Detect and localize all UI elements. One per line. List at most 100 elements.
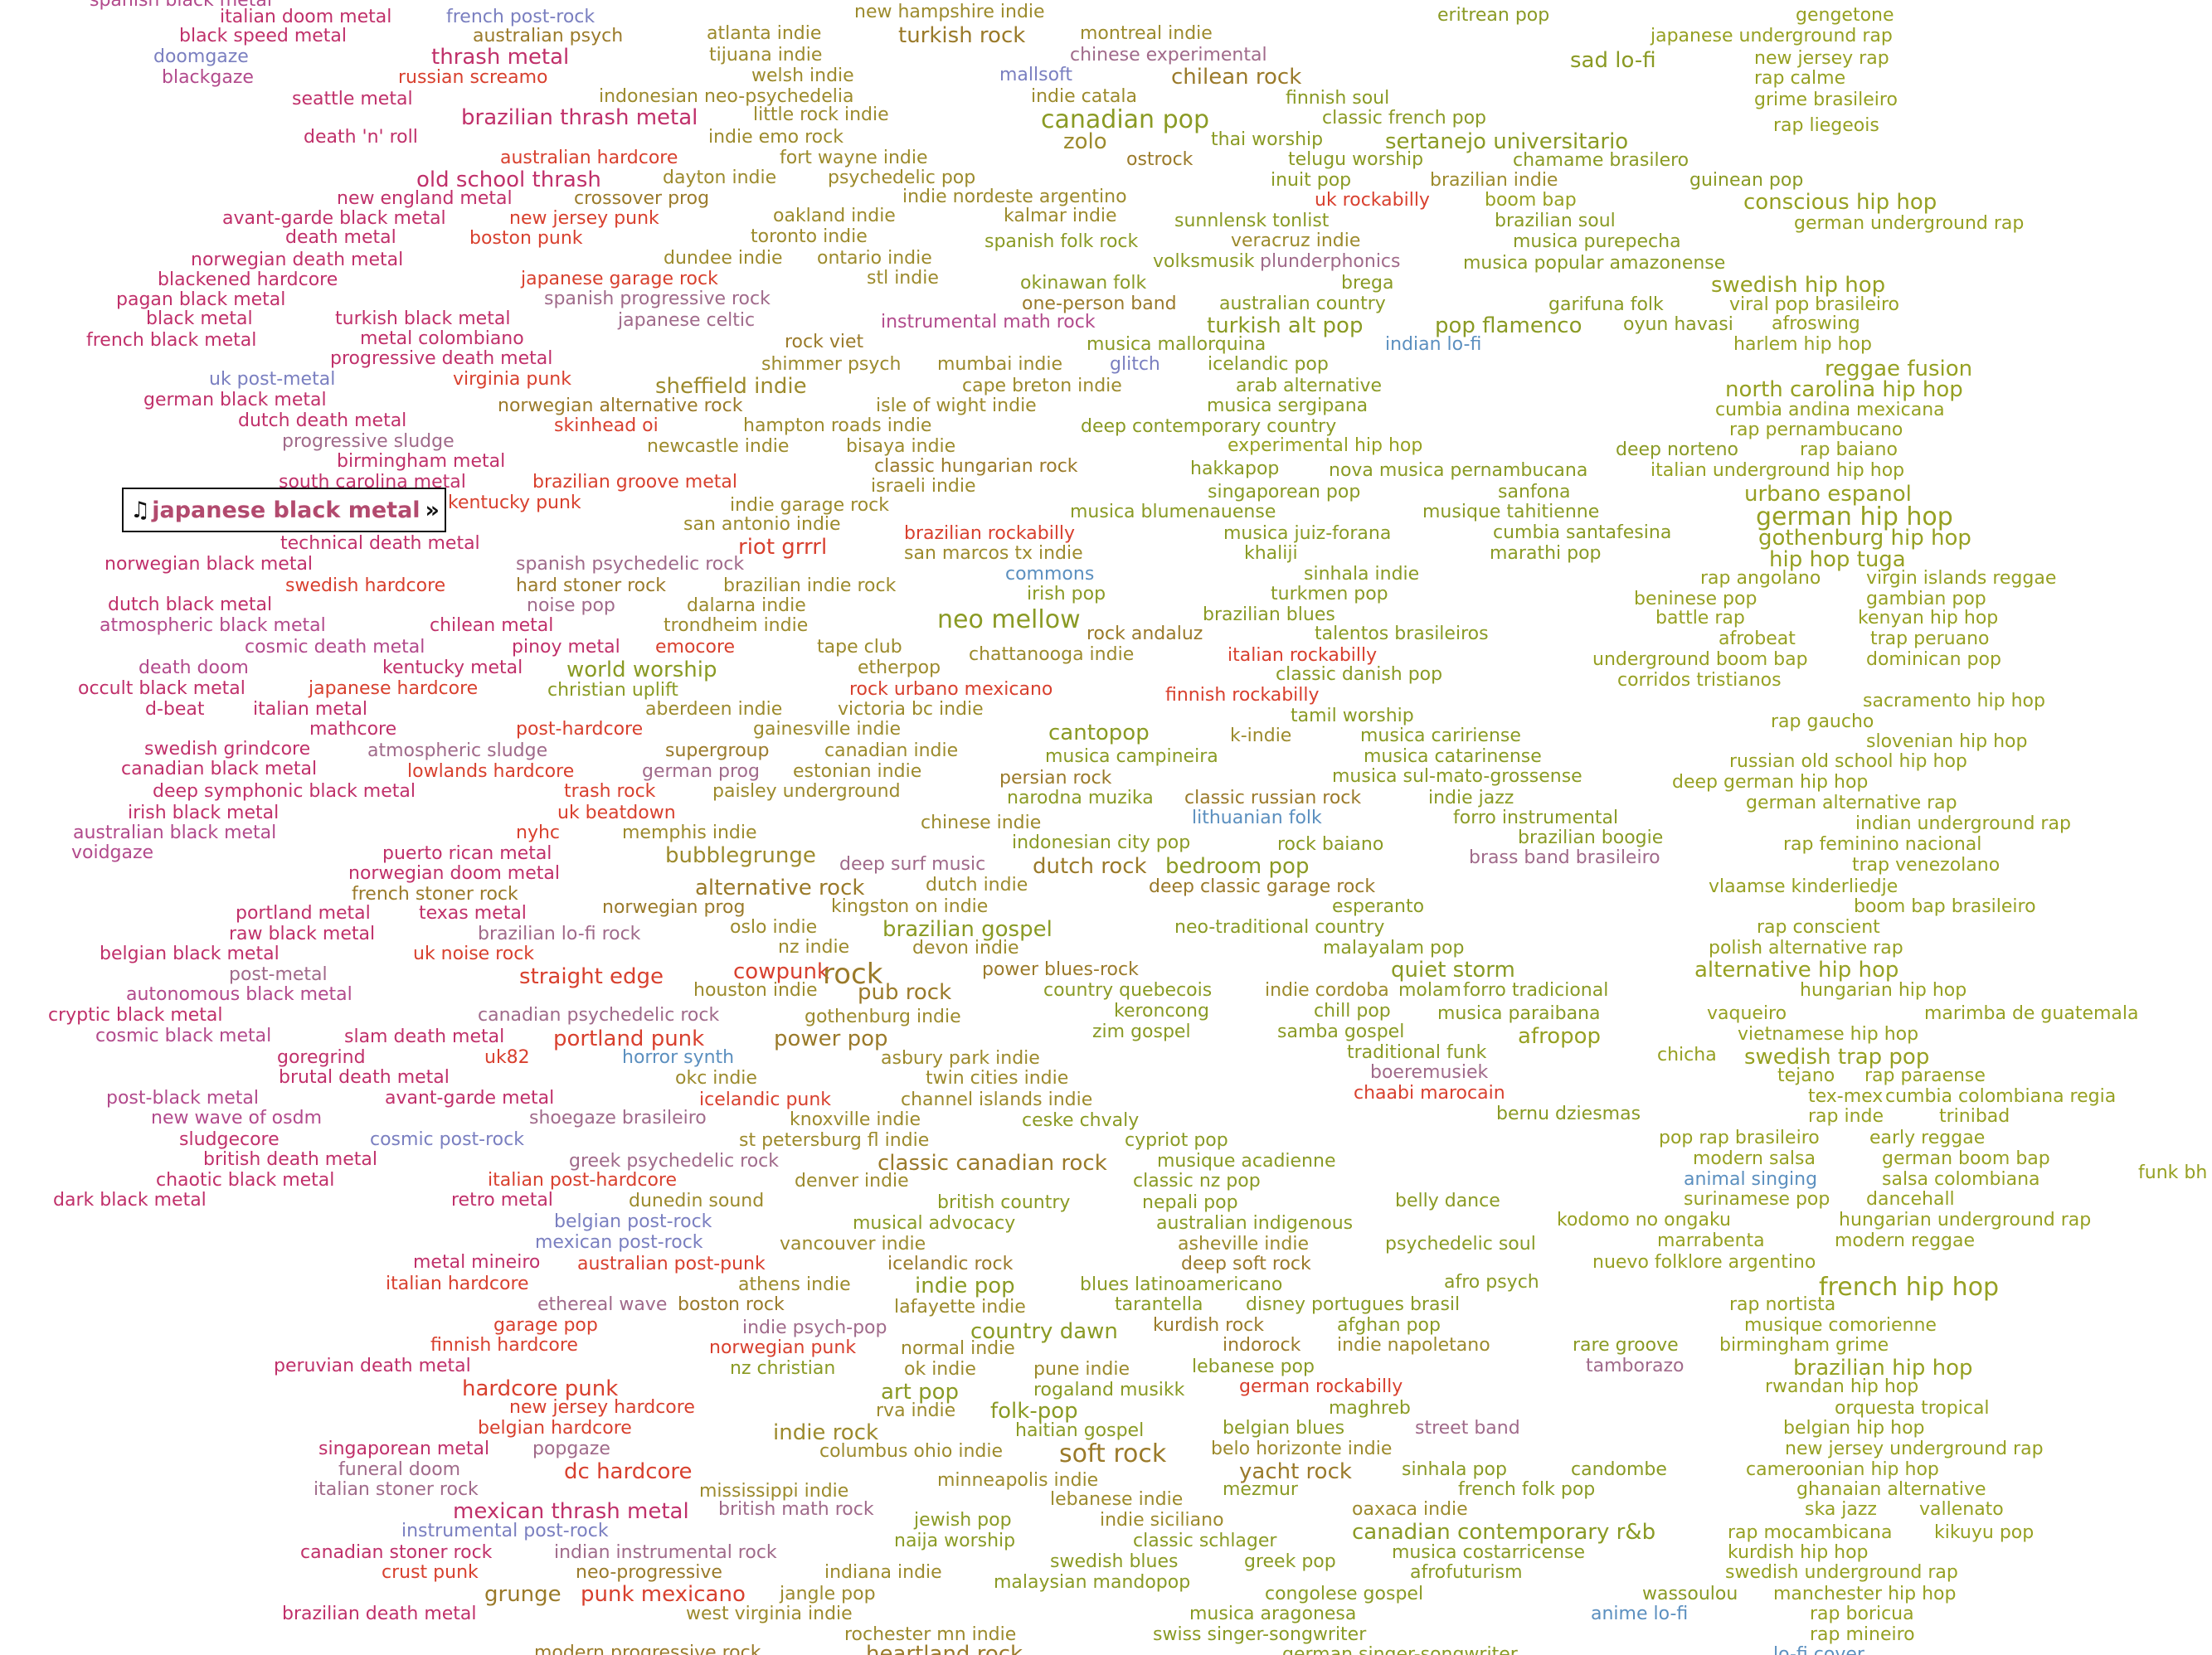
genre-link[interactable]: neo-traditional country: [1174, 917, 1385, 938]
genre-link[interactable]: san antonio indie: [683, 514, 841, 535]
genre-link[interactable]: shimmer psych: [761, 354, 902, 375]
genre-link[interactable]: ceske chvaly: [1022, 1110, 1140, 1131]
genre-link[interactable]: japanese underground rap: [1650, 26, 1893, 46]
genre-link[interactable]: eritrean pop: [1437, 5, 1550, 26]
genre-link[interactable]: art pop: [881, 1380, 959, 1405]
genre-link[interactable]: dutch rock: [1033, 854, 1147, 879]
genre-link[interactable]: rwandan hip hop: [1765, 1376, 1919, 1397]
genre-link[interactable]: modern salsa: [1693, 1148, 1816, 1169]
genre-link[interactable]: kenyan hip hop: [1858, 608, 1999, 629]
genre-link[interactable]: nz indie: [778, 937, 850, 958]
genre-link[interactable]: boom bap: [1485, 190, 1577, 211]
genre-link[interactable]: orquesta tropical: [1835, 1398, 1990, 1419]
genre-link[interactable]: cameroonian hip hop: [1746, 1459, 1939, 1480]
genre-link[interactable]: pune indie: [1033, 1359, 1130, 1380]
genre-link[interactable]: classic nz pop: [1133, 1171, 1261, 1192]
genre-link[interactable]: mumbai indie: [937, 354, 1063, 375]
genre-link[interactable]: classic danish pop: [1276, 664, 1443, 685]
genre-link[interactable]: metal mineiro: [413, 1252, 541, 1273]
genre-link[interactable]: trinibad: [1939, 1106, 2010, 1127]
genre-link[interactable]: musica costarricense: [1392, 1542, 1586, 1563]
genre-link[interactable]: ostrock: [1126, 149, 1194, 170]
genre-link[interactable]: pinoy metal: [512, 637, 620, 658]
genre-link[interactable]: new wave of osdm: [151, 1108, 323, 1128]
genre-link[interactable]: lafayette indie: [894, 1297, 1026, 1318]
genre-link[interactable]: uk post-metal: [209, 369, 336, 390]
genre-link[interactable]: trap peruano: [1870, 629, 1990, 649]
genre-link[interactable]: swedish hardcore: [285, 575, 446, 596]
genre-link[interactable]: chill pop: [1314, 1001, 1391, 1022]
genre-link[interactable]: musique tahitienne: [1422, 502, 1600, 522]
genre-link[interactable]: swedish grindcore: [144, 739, 311, 760]
genre-link[interactable]: isle of wight indie: [876, 396, 1037, 416]
genre-link[interactable]: channel islands indie: [901, 1090, 1093, 1110]
genre-link[interactable]: street band: [1415, 1418, 1520, 1439]
genre-link[interactable]: urbano espanol: [1744, 482, 1912, 507]
genre-link[interactable]: cosmic post-rock: [370, 1129, 524, 1150]
genre-link[interactable]: funeral doom: [338, 1459, 461, 1480]
genre-link[interactable]: afropop: [1518, 1024, 1602, 1049]
genre-link[interactable]: k-indie: [1230, 726, 1292, 746]
genre-link[interactable]: irish pop: [1027, 584, 1106, 604]
genre-link[interactable]: greek pop: [1244, 1551, 1336, 1572]
genre-link[interactable]: vietnamese hip hop: [1738, 1024, 1919, 1045]
genre-link[interactable]: chinese indie: [921, 813, 1042, 833]
genre-link[interactable]: gainesville indie: [753, 719, 902, 740]
genre-link[interactable]: dutch black metal: [108, 595, 273, 615]
genre-link[interactable]: yacht rock: [1239, 1459, 1352, 1484]
genre-link[interactable]: norwegian punk: [709, 1337, 857, 1358]
genre-link[interactable]: denver indie: [795, 1171, 909, 1192]
genre-link[interactable]: dc hardcore: [564, 1459, 693, 1484]
genre-link[interactable]: welsh indie: [751, 66, 854, 86]
genre-link[interactable]: jewish pop: [914, 1510, 1012, 1531]
genre-link[interactable]: haitian gospel: [1015, 1420, 1145, 1441]
genre-link[interactable]: mathcore: [309, 719, 397, 740]
genre-link[interactable]: stl indie: [867, 268, 939, 289]
genre-link[interactable]: d-beat: [145, 699, 205, 720]
genre-link[interactable]: garage pop: [493, 1315, 598, 1336]
genre-link[interactable]: brazilian boogie: [1518, 828, 1664, 848]
genre-link[interactable]: classic canadian rock: [878, 1151, 1107, 1176]
genre-link[interactable]: dancehall: [1866, 1189, 1955, 1210]
genre-link[interactable]: deep german hip hop: [1672, 772, 1869, 793]
genre-link[interactable]: rap conscient: [1757, 917, 1880, 938]
genre-link[interactable]: rap pernambucano: [1729, 420, 1903, 440]
genre-link[interactable]: classic schlager: [1133, 1531, 1277, 1551]
genre-link[interactable]: rva indie: [876, 1400, 956, 1421]
genre-link[interactable]: chattanooga indie: [969, 644, 1135, 665]
genre-link[interactable]: german prog: [642, 761, 760, 782]
genre-link[interactable]: singaporean pop: [1208, 482, 1361, 502]
genre-link[interactable]: icelandic punk: [699, 1090, 832, 1110]
genre-link[interactable]: polish alternative rap: [1709, 938, 1903, 959]
genre-link[interactable]: ok indie: [904, 1359, 976, 1380]
genre-link[interactable]: avant-garde metal: [385, 1088, 555, 1109]
genre-link[interactable]: icelandic pop: [1208, 354, 1329, 375]
genre-link[interactable]: slovenian hip hop: [1866, 731, 2028, 752]
genre-link[interactable]: seattle metal: [292, 89, 413, 109]
genre-link[interactable]: volksmusik: [1153, 251, 1255, 272]
genre-link[interactable]: devon indie: [912, 938, 1019, 959]
genre-link[interactable]: italian hardcore: [386, 1274, 529, 1294]
genre-link[interactable]: ska jazz: [1805, 1499, 1877, 1520]
genre-link[interactable]: classic russian rock: [1184, 788, 1362, 808]
genre-link[interactable]: tejano: [1777, 1065, 1835, 1086]
genre-link[interactable]: candombe: [1571, 1459, 1667, 1480]
genre-link[interactable]: canadian black metal: [121, 759, 318, 779]
genre-link[interactable]: vancouver indie: [780, 1234, 926, 1255]
genre-link[interactable]: chinese experimental: [1070, 45, 1267, 66]
genre-link[interactable]: christian uplift: [547, 680, 678, 701]
genre-link[interactable]: boston rock: [678, 1294, 785, 1315]
genre-link[interactable]: australian black metal: [73, 823, 277, 843]
genre-link[interactable]: noise pop: [527, 595, 615, 616]
genre-link[interactable]: gambian pop: [1866, 589, 1986, 609]
genre-link[interactable]: malaysian mandopop: [994, 1572, 1191, 1593]
genre-link[interactable]: anime lo-fi: [1591, 1604, 1689, 1624]
genre-link[interactable]: neo mellow: [937, 605, 1081, 634]
genre-link[interactable]: garifuna folk: [1548, 294, 1664, 315]
genre-link[interactable]: molam: [1398, 980, 1461, 1001]
genre-link[interactable]: gothenburg indie: [805, 1007, 961, 1027]
genre-link[interactable]: battle rap: [1655, 608, 1745, 629]
genre-link[interactable]: cypriot pop: [1125, 1130, 1228, 1151]
genre-link[interactable]: newcastle indie: [647, 436, 790, 457]
genre-link[interactable]: brutal death metal: [279, 1067, 450, 1088]
